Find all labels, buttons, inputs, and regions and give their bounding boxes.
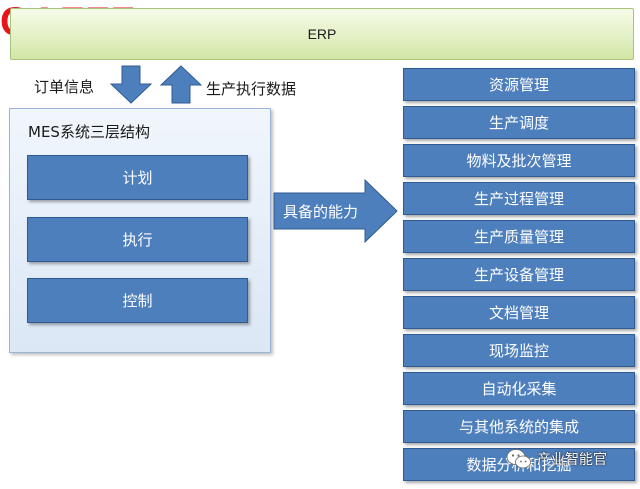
up-arrow-icon bbox=[159, 65, 203, 104]
capability-item: 生产设备管理 bbox=[403, 258, 635, 291]
wechat-icon bbox=[506, 449, 531, 469]
watermark-text: 产业智能官 bbox=[537, 452, 607, 468]
capability-item: 文档管理 bbox=[403, 296, 635, 329]
erp-bar: ERP bbox=[10, 8, 634, 60]
down-arrow-icon bbox=[109, 65, 153, 104]
capability-item: 生产调度 bbox=[403, 106, 635, 139]
capability-item: 现场监控 bbox=[403, 334, 635, 367]
ability-label: 具备的能力 bbox=[283, 203, 359, 221]
capability-item: 与其他系统的集成 bbox=[403, 410, 635, 443]
watermark: 产业智能官 bbox=[506, 446, 640, 472]
erp-label: ERP bbox=[307, 26, 337, 42]
capability-item: 物料及批次管理 bbox=[403, 144, 635, 177]
order-info-label: 订单信息 bbox=[34, 78, 95, 96]
capability-item: 生产质量管理 bbox=[403, 220, 635, 253]
layer-control: 控制 bbox=[27, 278, 248, 323]
ability-arrow-icon bbox=[273, 178, 398, 244]
layer-execute: 执行 bbox=[27, 217, 248, 262]
mes-title: MES系统三层结构 bbox=[28, 123, 150, 141]
layer-plan: 计划 bbox=[27, 155, 248, 200]
production-data-label: 生产执行数据 bbox=[206, 80, 297, 98]
capability-item: 生产过程管理 bbox=[403, 182, 635, 215]
capability-item: 自动化采集 bbox=[403, 372, 635, 405]
capability-item: 资源管理 bbox=[403, 68, 635, 101]
